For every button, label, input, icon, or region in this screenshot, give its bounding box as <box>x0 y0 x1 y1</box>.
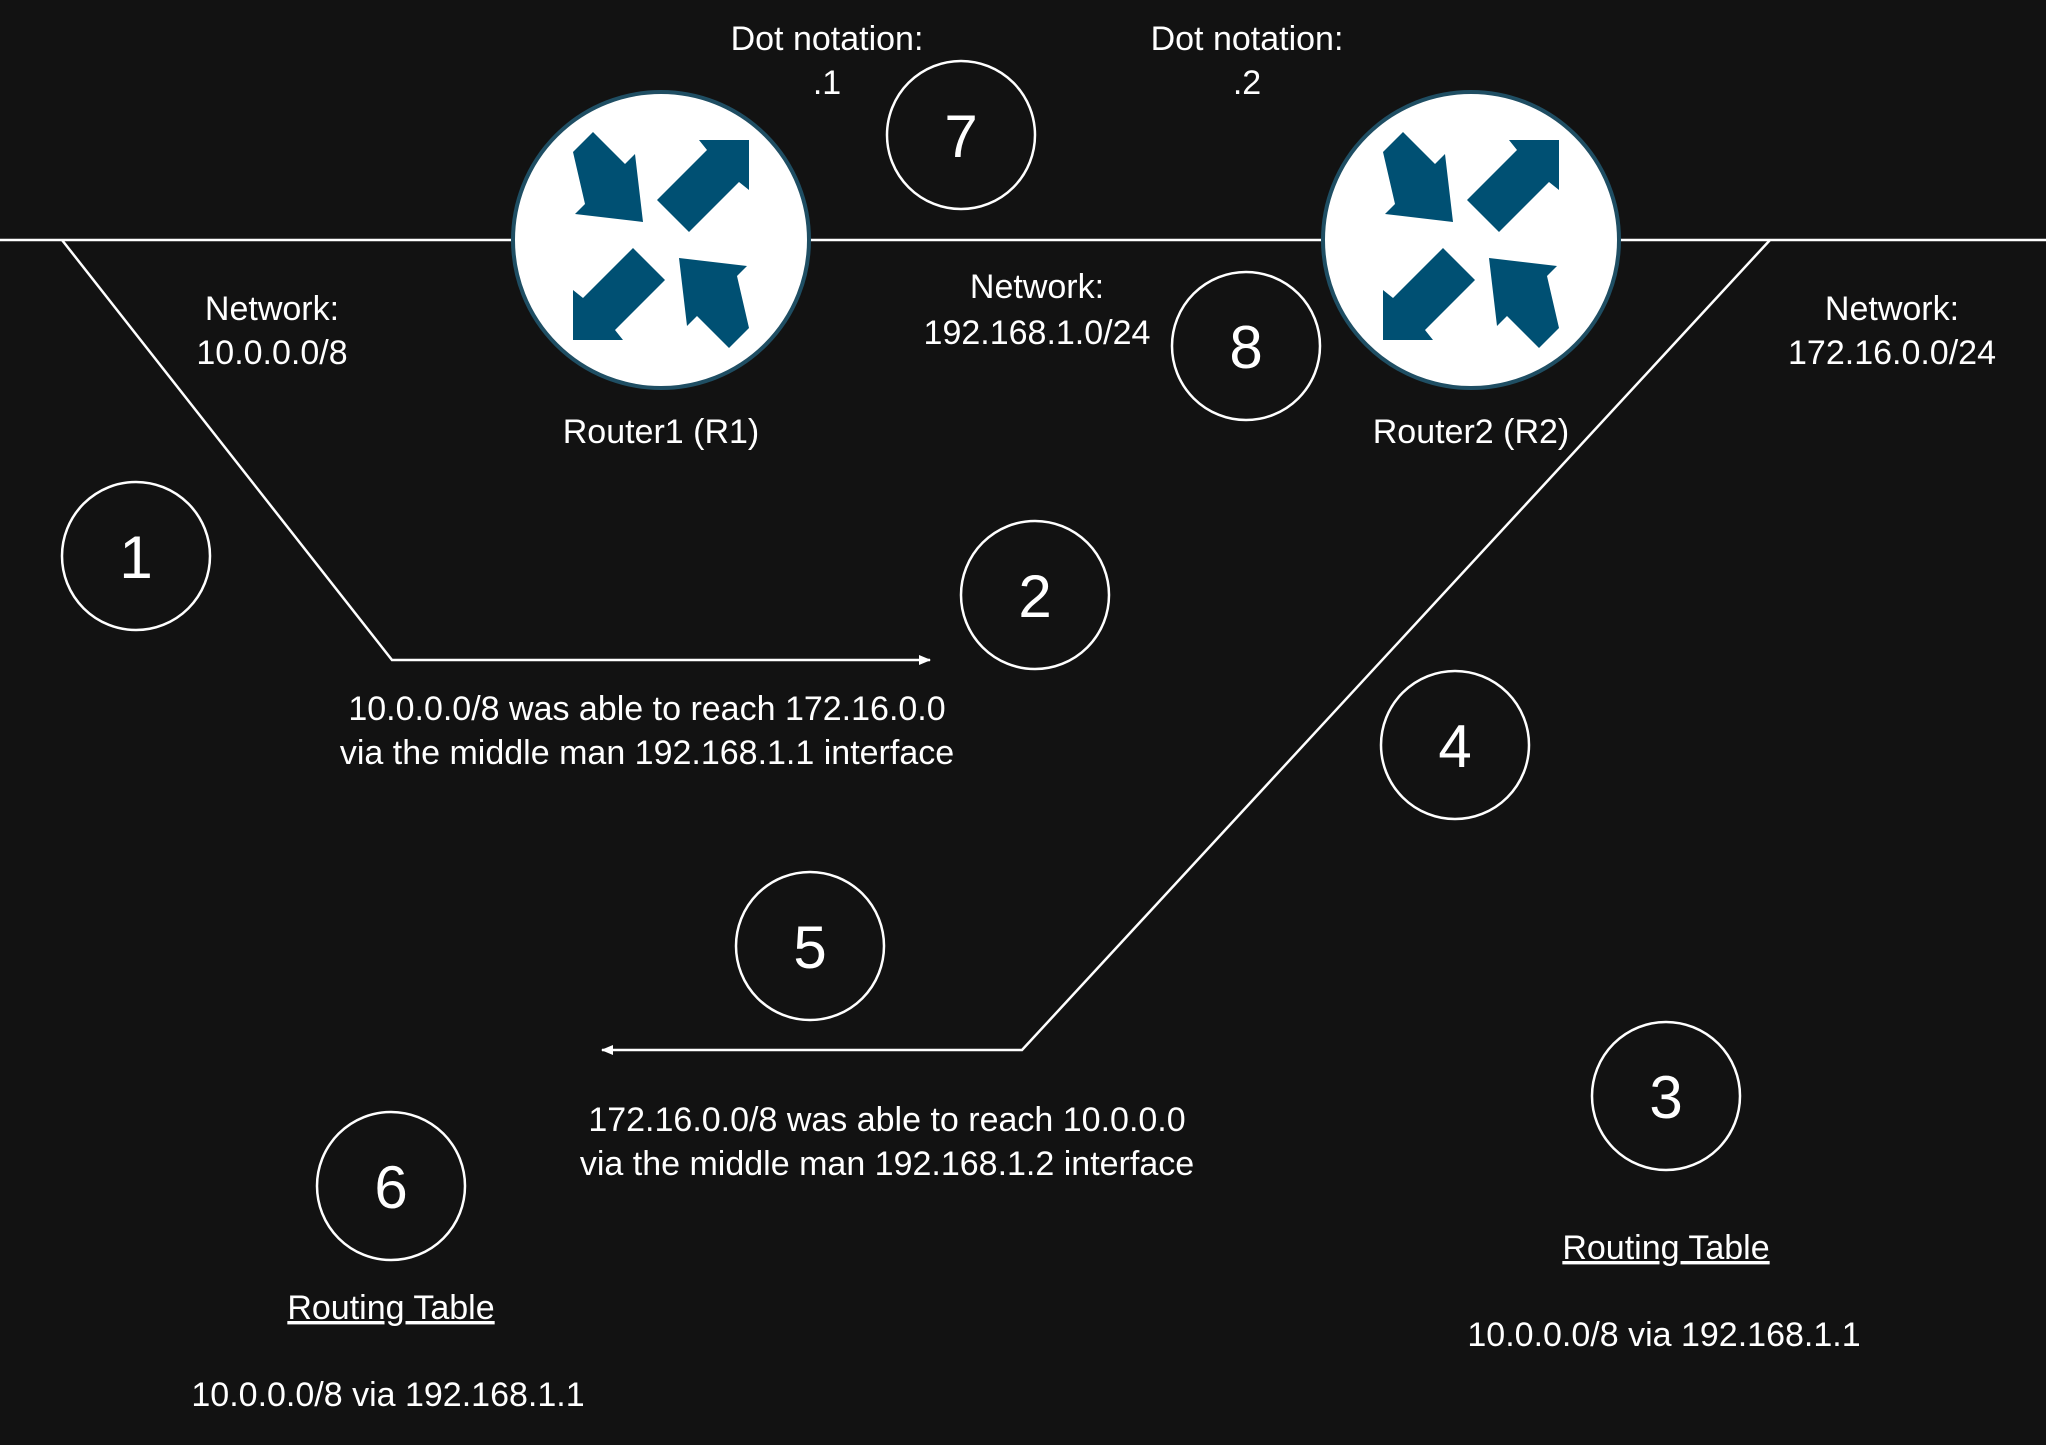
return-path-line <box>601 239 1771 1055</box>
router2-icon <box>1321 90 1621 390</box>
svg-text:2: 2 <box>1018 563 1051 630</box>
forward-path-line <box>61 239 931 665</box>
network-middle-value: 192.168.1.0/24 <box>924 314 1151 352</box>
dot-notation-right-title: Dot notation: <box>1151 20 1344 58</box>
network-middle-title: Network: <box>970 268 1104 306</box>
step-marker-3: 3 <box>1590 1020 1742 1172</box>
routing-table-right-entry: 10.0.0.0/8 via 192.168.1.1 <box>1467 1316 1860 1354</box>
network-right-value: 172.16.0.0/24 <box>1788 334 1996 372</box>
step-marker-8: 8 <box>1170 270 1322 422</box>
step-marker-6: 6 <box>315 1110 467 1262</box>
step-marker-4: 4 <box>1379 669 1531 821</box>
svg-text:6: 6 <box>374 1154 407 1221</box>
routing-table-left-title: Routing Table <box>287 1289 494 1327</box>
network-left-title: Network: <box>205 290 339 328</box>
step-marker-1: 1 <box>60 480 212 632</box>
router2-label: Router2 (R2) <box>1373 413 1570 451</box>
routing-table-right-title: Routing Table <box>1562 1229 1769 1267</box>
step-marker-5: 5 <box>734 870 886 1022</box>
forward-path-text-line1: 10.0.0.0/8 was able to reach 172.16.0.0 <box>348 690 945 728</box>
network-left-value: 10.0.0.0/8 <box>196 334 347 372</box>
svg-text:1: 1 <box>119 524 152 591</box>
router1-icon <box>511 90 811 390</box>
routing-table-left-entry: 10.0.0.0/8 via 192.168.1.1 <box>191 1376 584 1414</box>
dot-notation-left-value: .1 <box>813 64 841 102</box>
router1-label: Router1 (R1) <box>563 413 760 451</box>
dot-notation-left-title: Dot notation: <box>731 20 924 58</box>
return-path-text-line1: 172.16.0.0/8 was able to reach 10.0.0.0 <box>588 1101 1185 1139</box>
return-path-text-line2: via the middle man 192.168.1.2 interface <box>580 1145 1194 1183</box>
network-right-title: Network: <box>1825 290 1959 328</box>
svg-text:8: 8 <box>1229 314 1262 381</box>
step-marker-2: 2 <box>959 519 1111 671</box>
forward-path-text-line2: via the middle man 192.168.1.1 interface <box>340 734 954 772</box>
svg-text:5: 5 <box>793 914 826 981</box>
dot-notation-right-value: .2 <box>1233 64 1261 102</box>
svg-text:7: 7 <box>944 103 977 170</box>
svg-text:4: 4 <box>1438 713 1471 780</box>
step-marker-7: 7 <box>885 59 1037 211</box>
svg-text:3: 3 <box>1649 1064 1682 1131</box>
